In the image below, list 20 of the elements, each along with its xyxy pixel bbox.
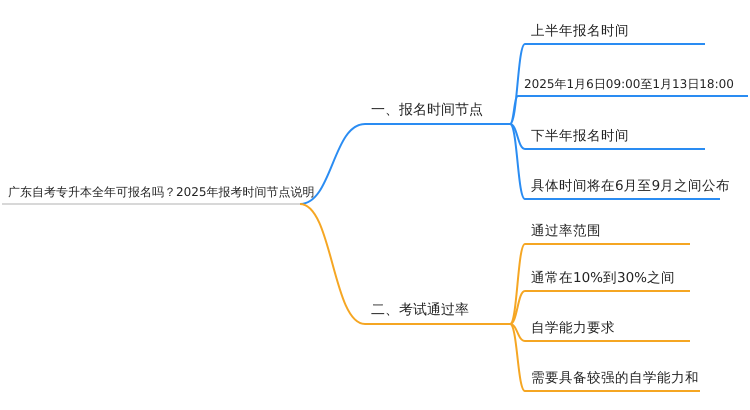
topic-text: 通过率范围 [531, 222, 601, 239]
branch-line [509, 95, 519, 125]
topic-text: 一、报名时间节点 [371, 102, 483, 119]
branch-line [509, 243, 526, 325]
branch-line [300, 203, 366, 325]
topic-text: 通常在10%到30%之间 [531, 270, 676, 286]
branch-line [300, 123, 366, 205]
topic-text: 下半年报名时间 [531, 128, 629, 144]
topic-text: 广东自考专升本全年可报名吗？2025年报考时间节点说明 [8, 184, 315, 199]
topic-text: 二、考试通过率 [371, 302, 469, 319]
topic-text: 需要具备较强的自学能力和 [531, 370, 699, 386]
topic-text: 自学能力要求 [531, 320, 615, 336]
topic-text: 上半年报名时间 [531, 22, 629, 39]
branch-line [510, 323, 526, 342]
branch-line [509, 323, 526, 392]
branch-line [510, 290, 526, 325]
topic-text: 具体时间将在6月至9月之间公布 [531, 178, 730, 194]
branch-line [509, 123, 526, 200]
topic-text: 2025年1月6日09:00至1月13日18:00 [524, 76, 734, 91]
branch-line [510, 123, 526, 150]
